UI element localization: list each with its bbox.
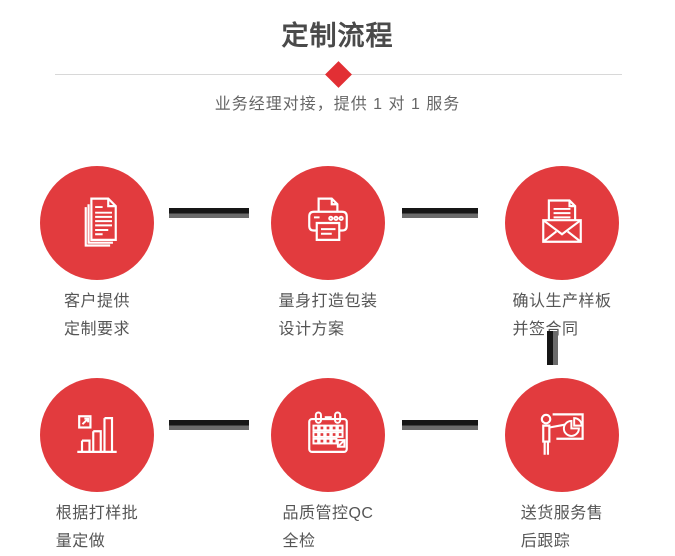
step-circle xyxy=(271,378,385,492)
subtitle: 业务经理对接，提供 1 对 1 服务 xyxy=(214,96,461,113)
step-label-line: 全检 xyxy=(282,533,316,550)
step-customer-requirements: 客户提供 定制要求 xyxy=(0,166,197,344)
envelope-icon xyxy=(542,199,582,243)
presentation-icon xyxy=(540,413,584,455)
step-batch-production: 根据打样批 量定做 xyxy=(0,378,197,556)
step-quality-control: 品质管控QC 全检 xyxy=(228,378,428,556)
connector-bar xyxy=(402,420,478,430)
step-label: 确认生产样板 并签合同 xyxy=(462,288,662,344)
page-title: 定制流程 xyxy=(281,21,394,51)
step-label: 品质管控QC 全检 xyxy=(228,500,428,556)
step-circle xyxy=(271,166,385,280)
step-sample-contract: 确认生产样板 并签合同 xyxy=(462,166,662,344)
diamond-accent-icon xyxy=(325,61,352,88)
step-circle xyxy=(505,166,619,280)
step-circle xyxy=(505,378,619,492)
connector-bar xyxy=(169,420,249,430)
step-label: 客户提供 定制要求 xyxy=(0,288,197,344)
step-label-line: 根据打样批 xyxy=(55,505,139,522)
step-label-line: 设计方案 xyxy=(278,321,345,338)
step-label-line: 量定做 xyxy=(55,533,106,550)
printer-icon xyxy=(308,197,348,241)
connector-bar xyxy=(402,208,478,218)
calendar-icon xyxy=(308,411,348,453)
step-delivery-aftersales: 送货服务售 后跟踪 xyxy=(462,378,662,556)
connector-bar-vertical xyxy=(547,331,558,365)
step-label: 量身打造包装 设计方案 xyxy=(228,288,428,344)
connector-bar xyxy=(169,208,249,218)
bar-chart-icon xyxy=(77,415,117,453)
step-label-line: 量身打造包装 xyxy=(278,293,378,310)
step-label-line: 品质管控QC xyxy=(282,505,374,522)
step-label-line: 定制要求 xyxy=(63,321,130,338)
step-label: 送货服务售 后跟踪 xyxy=(462,500,662,556)
step-circle xyxy=(40,166,154,280)
step-packaging-design: 量身打造包装 设计方案 xyxy=(228,166,428,344)
step-label-line: 并签合同 xyxy=(512,321,579,338)
step-label-line: 后跟踪 xyxy=(520,533,571,550)
documents-icon xyxy=(84,197,117,247)
step-label-line: 送货服务售 xyxy=(520,505,604,522)
step-label-line: 确认生产样板 xyxy=(512,293,612,310)
step-circle xyxy=(40,378,154,492)
step-label: 根据打样批 量定做 xyxy=(0,500,197,556)
step-label-line: 客户提供 xyxy=(63,293,130,310)
